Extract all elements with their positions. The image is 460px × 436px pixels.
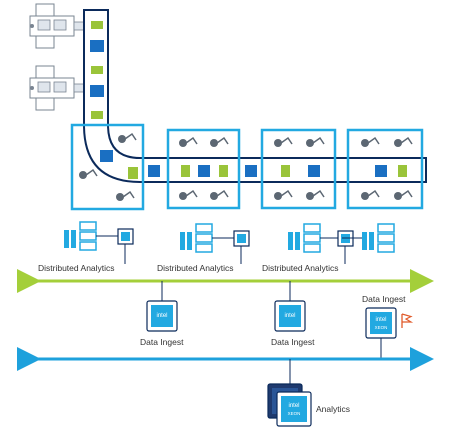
conveyor-item	[398, 165, 407, 177]
label-distributed-analytics-right: Distributed Analytics	[262, 263, 339, 273]
edge-group-mid	[180, 223, 250, 264]
server-rack-icon	[362, 223, 395, 253]
robot-arm-icon	[361, 189, 380, 200]
processor-chip-icon: intel	[274, 300, 306, 332]
label-data-ingest-mid: Data Ingest	[271, 337, 315, 347]
conveyor-item	[91, 111, 103, 119]
edge-group-right	[288, 223, 395, 264]
ingest-left: intel Data Ingest	[140, 281, 184, 347]
conveyor-item	[91, 66, 103, 74]
conveyor-item	[90, 40, 104, 52]
robot-arm-icon	[79, 168, 98, 179]
ingest-right: Data Ingest intel XEON	[362, 294, 414, 359]
robot-arm-icon	[306, 189, 325, 200]
conveyor-items-vertical	[90, 21, 104, 119]
server-rack-icon	[64, 221, 97, 251]
conveyor-item	[90, 85, 104, 97]
conveyor-item	[219, 165, 228, 177]
label-distributed-analytics-left: Distributed Analytics	[38, 263, 115, 273]
work-cell-1	[70, 123, 145, 211]
server-rack-icon	[180, 223, 213, 253]
conveyor-item	[128, 167, 138, 179]
conveyor-item	[375, 165, 387, 177]
processor-chip-icon: intel XEON	[276, 391, 312, 427]
chip-xeon: XEON	[288, 411, 301, 416]
robot-arm-icon	[118, 132, 137, 143]
robot-arm-icon	[116, 190, 135, 201]
processor-chip-icon: intel XEON	[365, 307, 397, 339]
conveyor-item	[100, 150, 113, 162]
conveyor-item	[281, 165, 290, 177]
chip-brand: intel	[156, 313, 167, 319]
conveyor-item	[308, 165, 320, 177]
machine-tool-icon	[29, 65, 87, 111]
flag-icon	[401, 313, 414, 328]
ingest-mid: intel Data Ingest	[271, 281, 315, 347]
label-data-ingest-left: Data Ingest	[140, 337, 184, 347]
chip-brand: intel	[288, 403, 299, 409]
chip-brand: intel	[284, 313, 295, 319]
chip-xeon: XEON	[375, 325, 388, 330]
chip-brand: intel	[375, 317, 386, 323]
conveyor-item	[245, 165, 257, 177]
processor-chip-icon: intel	[146, 300, 178, 332]
conveyor-item	[91, 21, 103, 29]
robot-arm-icon	[210, 136, 229, 147]
edge-group-left	[64, 221, 134, 264]
conveyor-item	[181, 165, 190, 177]
robot-arm-icon	[274, 189, 293, 200]
conveyor-belt	[83, 9, 427, 183]
gateway-device-icon	[233, 230, 250, 247]
robot-arm-icon	[179, 136, 198, 147]
work-cell-4	[346, 128, 424, 210]
robot-arm-icon	[394, 136, 413, 147]
label-data-ingest-right: Data Ingest	[362, 294, 406, 304]
robot-arm-icon	[306, 136, 325, 147]
machine-top	[29, 3, 87, 49]
machine-bottom	[29, 65, 87, 111]
server-rack-icon	[288, 223, 321, 253]
work-cell-3	[260, 128, 337, 210]
analytics-cluster: intel XEON Analytics	[267, 359, 350, 427]
robot-arm-icon	[210, 189, 229, 200]
conveyor-item	[198, 165, 210, 177]
label-distributed-analytics-mid: Distributed Analytics	[157, 263, 234, 273]
robot-arm-icon	[179, 189, 198, 200]
machine-tool-icon	[29, 3, 87, 49]
conveyor-item	[148, 165, 160, 177]
robot-arm-icon	[274, 136, 293, 147]
work-cell-2	[166, 128, 241, 210]
robot-arm-icon	[361, 136, 380, 147]
robot-arm-icon	[394, 189, 413, 200]
label-analytics: Analytics	[316, 404, 350, 414]
gateway-device-icon	[117, 228, 134, 245]
